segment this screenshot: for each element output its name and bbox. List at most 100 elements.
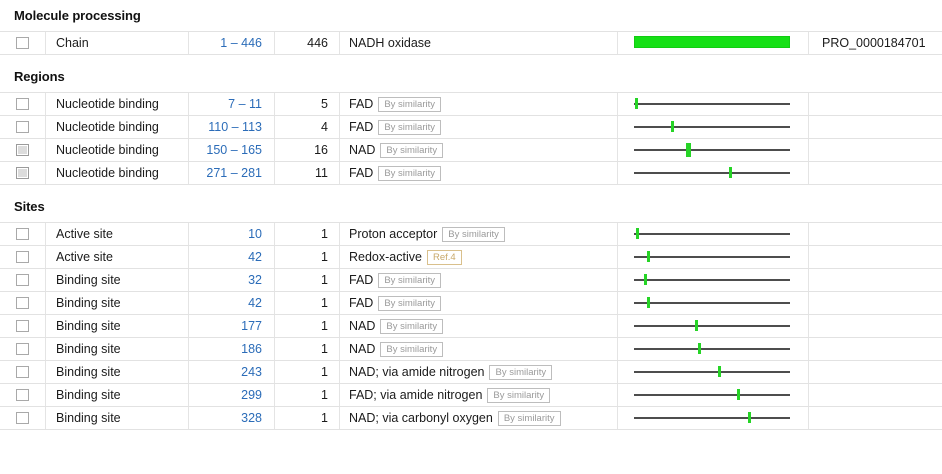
chain-feature-bar[interactable] — [634, 36, 790, 48]
length-value: 1 — [275, 411, 339, 425]
row-select-cell[interactable] — [0, 384, 46, 407]
position-link[interactable]: 32 — [189, 273, 274, 287]
row-select-cell[interactable] — [0, 315, 46, 338]
site-marker[interactable] — [698, 343, 701, 354]
evidence-badge[interactable]: By similarity — [498, 411, 561, 426]
row-select-cell[interactable] — [0, 93, 46, 116]
position-link[interactable]: 328 — [189, 411, 274, 425]
position-cell[interactable]: 328 — [189, 407, 275, 430]
evidence-badge[interactable]: By similarity — [378, 166, 441, 181]
evidence-badge[interactable]: By similarity — [380, 319, 443, 334]
region-marker[interactable] — [635, 98, 638, 109]
row-select-cell[interactable] — [0, 223, 46, 246]
position-link[interactable]: 186 — [189, 342, 274, 356]
row-checkbox[interactable] — [16, 274, 29, 286]
row-checkbox[interactable] — [16, 343, 29, 355]
position-cell[interactable]: 42 — [189, 292, 275, 315]
row-select-cell[interactable] — [0, 269, 46, 292]
evidence-badge[interactable]: By similarity — [380, 143, 443, 158]
row-checkbox[interactable] — [16, 144, 29, 156]
row-checkbox[interactable] — [16, 121, 29, 133]
position-cell[interactable]: 1 – 446 — [189, 32, 275, 55]
feature-key-cell: Nucleotide binding — [46, 93, 189, 116]
evidence-badge[interactable]: By similarity — [378, 273, 441, 288]
site-marker[interactable] — [718, 366, 721, 377]
position-cell[interactable]: 42 — [189, 246, 275, 269]
region-marker[interactable] — [671, 121, 674, 132]
evidence-badge[interactable]: By similarity — [378, 120, 441, 135]
site-marker[interactable] — [647, 297, 650, 308]
position-link[interactable]: 1 – 446 — [189, 36, 274, 50]
site-marker[interactable] — [636, 228, 639, 239]
row-select-cell[interactable] — [0, 32, 46, 55]
row-select-cell[interactable] — [0, 116, 46, 139]
position-link[interactable]: 110 – 113 — [189, 120, 274, 134]
row-checkbox[interactable] — [16, 389, 29, 401]
site-marker[interactable] — [748, 412, 751, 423]
position-cell[interactable]: 150 – 165 — [189, 139, 275, 162]
position-cell[interactable]: 299 — [189, 384, 275, 407]
position-cell[interactable]: 243 — [189, 361, 275, 384]
row-checkbox[interactable] — [16, 320, 29, 332]
position-link[interactable]: 42 — [189, 296, 274, 310]
position-link[interactable]: 42 — [189, 250, 274, 264]
row-checkbox[interactable] — [16, 98, 29, 110]
position-cell[interactable]: 110 – 113 — [189, 116, 275, 139]
position-link[interactable]: 299 — [189, 388, 274, 402]
row-select-cell[interactable] — [0, 246, 46, 269]
position-cell[interactable]: 32 — [189, 269, 275, 292]
position-link[interactable]: 7 – 11 — [189, 97, 274, 111]
region-marker[interactable] — [729, 167, 733, 178]
site-marker[interactable] — [644, 274, 647, 285]
site-marker[interactable] — [737, 389, 740, 400]
region-marker[interactable] — [686, 143, 691, 157]
row-select-cell[interactable] — [0, 407, 46, 430]
site-marker[interactable] — [695, 320, 698, 331]
position-link[interactable]: 150 – 165 — [189, 143, 274, 157]
evidence-badge[interactable]: By similarity — [487, 388, 550, 403]
position-link[interactable]: 243 — [189, 365, 274, 379]
evidence-badge[interactable]: Ref.4 — [427, 250, 462, 265]
position-cell[interactable]: 177 — [189, 315, 275, 338]
row-checkbox[interactable] — [16, 251, 29, 263]
position-link[interactable]: 10 — [189, 227, 274, 241]
evidence-badge[interactable]: By similarity — [442, 227, 505, 242]
row-checkbox[interactable] — [16, 412, 29, 424]
evidence-badge[interactable]: By similarity — [378, 296, 441, 311]
row-select-cell[interactable] — [0, 139, 46, 162]
row-select-cell[interactable] — [0, 292, 46, 315]
position-cell[interactable]: 7 – 11 — [189, 93, 275, 116]
position-cell[interactable]: 271 – 281 — [189, 162, 275, 185]
row-select-cell[interactable] — [0, 338, 46, 361]
row-select-cell[interactable] — [0, 162, 46, 185]
description-text: FAD — [349, 296, 373, 310]
position-link[interactable]: 271 – 281 — [189, 166, 274, 180]
row-checkbox[interactable] — [16, 366, 29, 378]
row-checkbox[interactable] — [16, 37, 29, 49]
row-select-cell[interactable] — [0, 361, 46, 384]
position-link[interactable]: 177 — [189, 319, 274, 333]
row-checkbox[interactable] — [16, 167, 29, 179]
evidence-badge[interactable]: By similarity — [380, 342, 443, 357]
position-cell[interactable]: 186 — [189, 338, 275, 361]
row-checkbox[interactable] — [16, 297, 29, 309]
evidence-badge[interactable]: By similarity — [489, 365, 552, 380]
position-cell[interactable]: 10 — [189, 223, 275, 246]
evidence-badge[interactable]: By similarity — [378, 97, 441, 112]
row-checkbox[interactable] — [16, 228, 29, 240]
site-marker[interactable] — [647, 251, 650, 262]
